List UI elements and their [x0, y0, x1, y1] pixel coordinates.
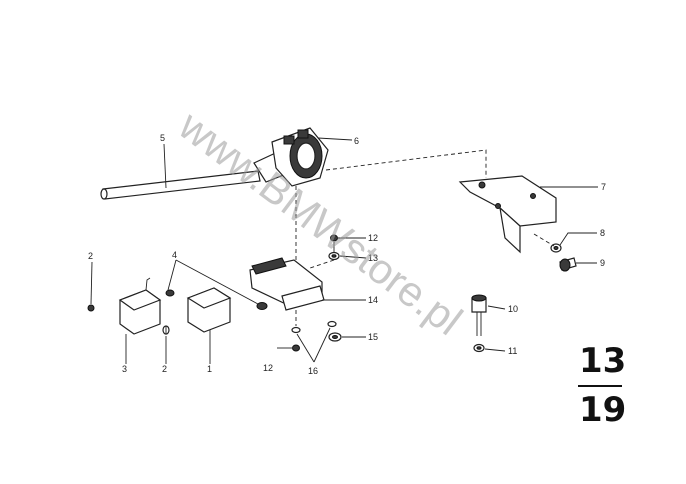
callout-13: 13 [368, 253, 378, 263]
screw-12-lower [292, 344, 300, 352]
nut-15 [328, 332, 342, 342]
page-ref-bottom: 19 [579, 390, 626, 430]
screw-12-upper [330, 234, 338, 252]
leader-lines [90, 137, 598, 364]
relay-1 [186, 287, 232, 333]
callout-14: 14 [368, 295, 378, 305]
washer-16b [327, 320, 337, 328]
callout-12-upper: 12 [368, 233, 378, 243]
washer-13 [328, 251, 340, 261]
page-ref-top: 13 [579, 341, 626, 381]
callout-2-left: 2 [88, 251, 93, 261]
clip-4a [165, 289, 175, 297]
callout-7: 7 [601, 182, 606, 192]
callout-4: 4 [172, 250, 177, 260]
callout-3: 3 [122, 364, 127, 374]
screw-2a [87, 304, 95, 312]
clip-4b [256, 302, 268, 310]
washer-11 [473, 343, 485, 353]
callout-6: 6 [354, 136, 359, 146]
ignition-switch [253, 127, 329, 187]
mounting-bracket [458, 175, 557, 254]
screw-9 [559, 257, 577, 272]
callout-16: 16 [308, 366, 318, 376]
callout-11: 11 [508, 346, 517, 356]
page-reference: 13 19 [578, 341, 626, 430]
screw-2b [162, 325, 170, 335]
callout-1: 1 [207, 364, 212, 374]
sensor-10 [471, 294, 487, 336]
callout-15: 15 [368, 332, 378, 342]
callout-5: 5 [160, 133, 165, 143]
assembly-guides [295, 149, 555, 326]
callout-9: 9 [600, 258, 605, 268]
relay-3 [118, 277, 162, 335]
callout-12-lower: 12 [263, 363, 273, 373]
washer-16a [291, 326, 301, 334]
callout-8: 8 [600, 228, 605, 238]
callout-10: 10 [508, 304, 518, 314]
steering-rod [100, 170, 261, 200]
callout-2-lower: 2 [162, 364, 167, 374]
